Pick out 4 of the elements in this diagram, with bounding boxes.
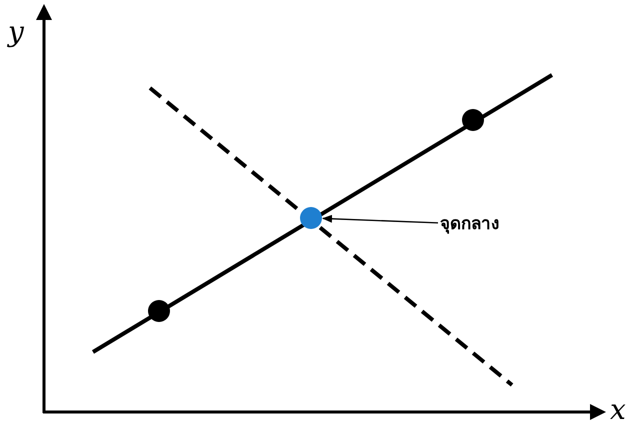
axis-label: x [610, 396, 626, 424]
midpoint-label: จุดกลาง [440, 210, 499, 240]
axis-label: y [8, 18, 24, 46]
leader-line [322, 214, 438, 224]
